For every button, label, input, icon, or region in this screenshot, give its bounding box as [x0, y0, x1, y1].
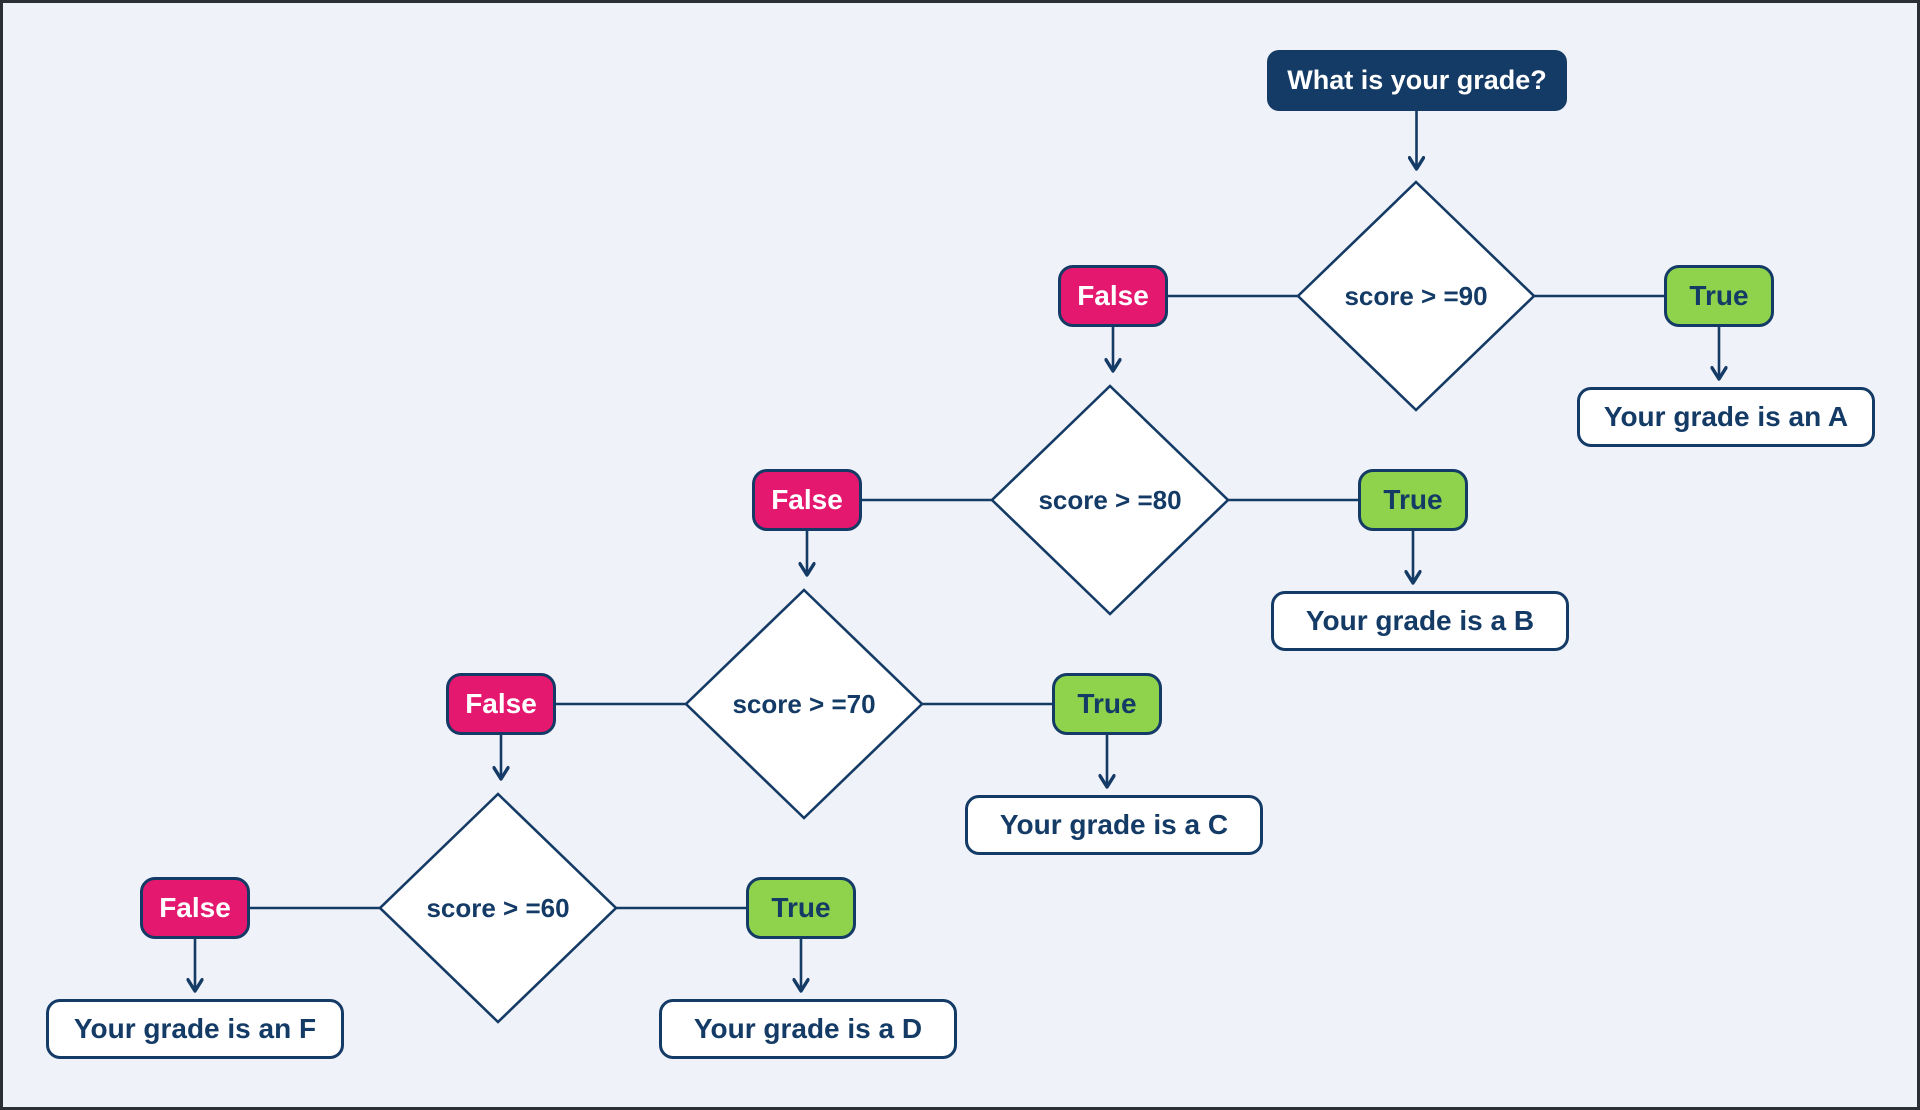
connector-lines-layer: [3, 111, 1917, 1024]
decision-condition-label: score > =80: [1038, 484, 1182, 515]
start-node: What is your grade?: [1267, 50, 1567, 111]
false-badge: False: [446, 673, 556, 735]
false-badge: False: [1058, 265, 1168, 327]
decision-condition-label: score > =70: [732, 688, 876, 719]
true-badge: True: [1052, 673, 1162, 735]
result-node-b: Your grade is a B: [1271, 591, 1569, 651]
true-badge: True: [1358, 469, 1468, 531]
decision-diamond-4: [378, 792, 618, 1024]
true-badge: True: [746, 877, 856, 939]
false-badge: False: [752, 469, 862, 531]
result-node-a: Your grade is an A: [1577, 387, 1875, 447]
decision-diamond-1: [1296, 180, 1536, 412]
decision-diamond-3: [684, 588, 924, 820]
result-node-d: Your grade is a D: [659, 999, 957, 1059]
result-node-c: Your grade is a C: [965, 795, 1263, 855]
decision-condition-label: score > =90: [1344, 280, 1488, 311]
result-node-f: Your grade is an F: [46, 999, 344, 1059]
false-badge: False: [140, 877, 250, 939]
decision-condition-label: score > =60: [426, 892, 570, 923]
true-badge: True: [1664, 265, 1774, 327]
decision-diamond-2: [990, 384, 1230, 616]
